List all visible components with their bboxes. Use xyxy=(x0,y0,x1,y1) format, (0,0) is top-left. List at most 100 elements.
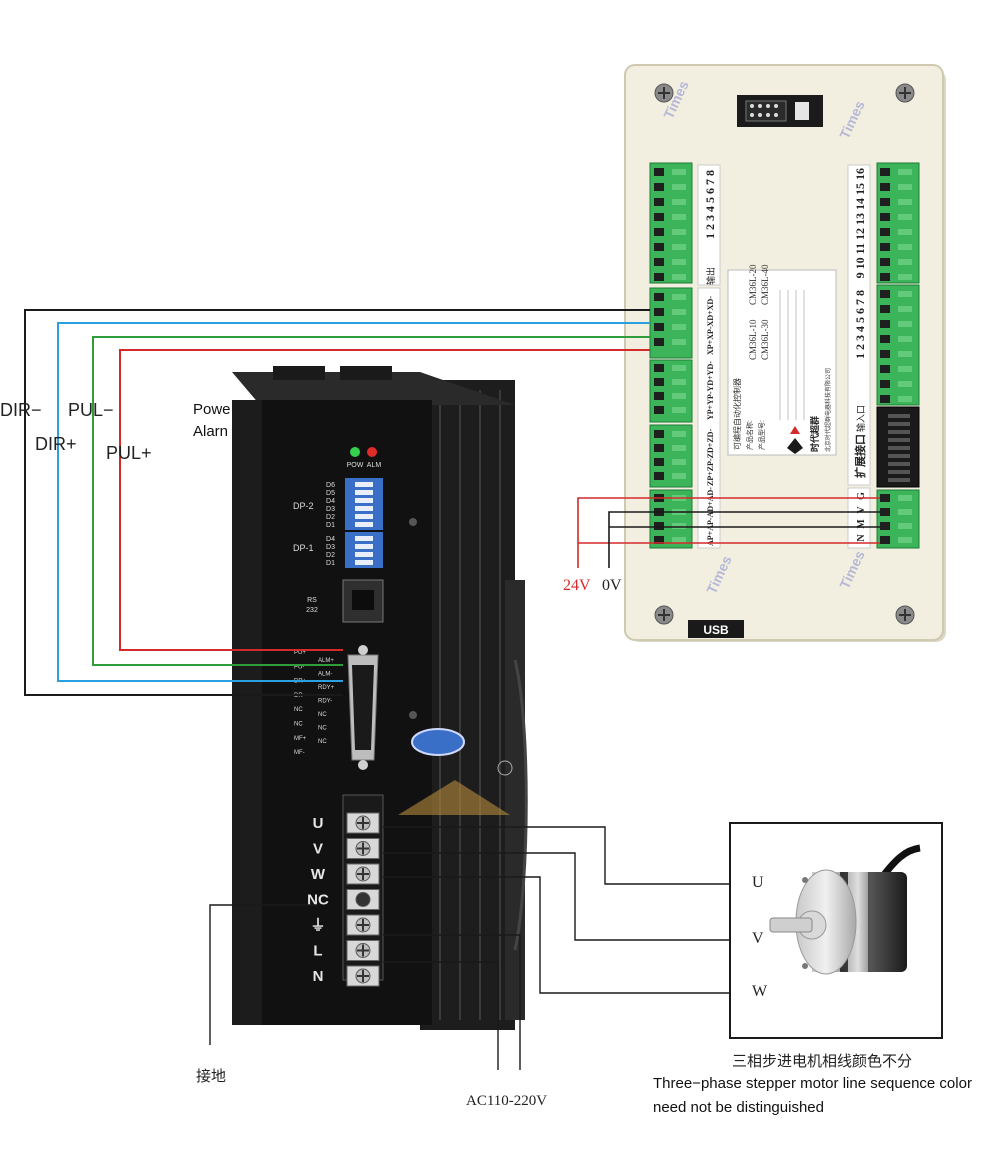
terminal-screw-icon xyxy=(672,244,686,250)
dip-toggle[interactable] xyxy=(355,506,373,511)
dip-toggle[interactable] xyxy=(355,522,373,527)
terminal-screw-icon xyxy=(898,259,912,265)
dp1-switch-label: D3 xyxy=(326,544,335,551)
terminal-slot xyxy=(654,536,664,544)
dip-toggle[interactable] xyxy=(355,552,373,557)
terminal-slot xyxy=(654,168,664,176)
terminal-slot xyxy=(880,335,890,343)
terminal-screw-icon xyxy=(672,324,686,330)
terminal-slot xyxy=(654,243,664,251)
terminal-screw-icon xyxy=(672,309,686,315)
ribbon-pin xyxy=(888,478,910,482)
info-model-3: CM36L-30 xyxy=(760,319,770,360)
screw-slot xyxy=(357,842,369,855)
terminal-screw-icon xyxy=(898,523,912,529)
signal-wires xyxy=(24,309,650,696)
wire-motor-w xyxy=(383,876,750,994)
db15-connector[interactable] xyxy=(347,645,379,770)
driver-pin-label: NC xyxy=(318,739,327,745)
dp2-switch-label: D6 xyxy=(326,482,335,489)
ribbon-pin xyxy=(888,462,910,466)
terminal-slot xyxy=(654,338,664,346)
dip-toggle[interactable] xyxy=(355,560,373,565)
terminal-screw-icon xyxy=(672,184,686,190)
input-numbers-a: 1 2 3 4 5 6 7 8 xyxy=(853,290,867,359)
company-name: 北京时代超群电器科技有限公司 xyxy=(824,368,832,452)
terminal-slot xyxy=(654,458,664,466)
driver-logo-watermark xyxy=(398,780,510,815)
dip-toggle[interactable] xyxy=(355,544,373,549)
terminal-slot xyxy=(654,430,664,438)
driver-top xyxy=(232,372,515,405)
screw-slot xyxy=(357,970,369,982)
dp1-switch-label: D1 xyxy=(326,560,335,567)
terminal-screw-icon xyxy=(898,214,912,220)
driver-pin-label: NC xyxy=(294,722,303,728)
voltage-24v-label: 24V xyxy=(563,577,591,594)
screw-icon xyxy=(895,605,915,625)
axis-label-group: ZP+ZP-ZD+ZD- xyxy=(706,429,715,486)
driver-pin-label: ALM+ xyxy=(318,658,334,664)
axis-label-group: YP+YP-YD+YD- xyxy=(706,361,715,420)
stepper-motor-panel xyxy=(729,822,943,1039)
screw-slot xyxy=(357,868,369,880)
terminal-screw-icon xyxy=(672,445,686,451)
screw-slot xyxy=(357,944,369,957)
screw-icon xyxy=(654,605,674,625)
dp2-switch-label: D3 xyxy=(326,506,335,513)
dp1-switch-label: D2 xyxy=(326,552,335,559)
power-label-partial: Powe xyxy=(193,401,231,418)
ribbon-pin xyxy=(888,454,910,458)
alarm-label-partial: Alarn xyxy=(193,423,229,440)
terminal-screw-icon xyxy=(898,396,912,402)
dip-toggle[interactable] xyxy=(355,536,373,541)
terminal-slot xyxy=(880,213,890,221)
terminal-screw-icon xyxy=(672,365,686,371)
dip-toggle[interactable] xyxy=(355,490,373,495)
driver-pin-label: PU- xyxy=(294,664,304,670)
pow-label: POW xyxy=(347,462,364,469)
ribbon-pin xyxy=(888,470,910,474)
terminal-slot xyxy=(880,198,890,206)
terminal-slot xyxy=(880,273,890,281)
power-pin-label: N xyxy=(856,534,867,542)
caption-english-line2: need not be distinguished xyxy=(653,1099,824,1116)
terminal-slot xyxy=(654,472,664,480)
terminal-slot xyxy=(654,308,664,316)
driver-front-panel xyxy=(232,400,432,1025)
axis-label-strip xyxy=(697,287,721,549)
terminal-screw-icon xyxy=(672,229,686,235)
terminal-slot xyxy=(880,168,890,176)
ac-supply-label: AC110-220V xyxy=(466,1093,548,1109)
terminal-screw-icon xyxy=(898,291,912,297)
terminal-screw-icon xyxy=(672,459,686,465)
rs-label: RS xyxy=(307,597,317,604)
dp1-label: DP-1 xyxy=(293,543,314,553)
terminal-slot xyxy=(654,273,664,281)
expansion-label: 扩展接口 xyxy=(853,434,867,478)
terminal-slot xyxy=(654,392,664,400)
usb-port xyxy=(688,620,744,638)
dip-toggle[interactable] xyxy=(355,498,373,503)
power-pin-label: G xyxy=(856,492,867,500)
motion-controller: USB Times Times Times Times 1 2 3 4 5 6 … xyxy=(624,64,946,642)
dp2-switch-label: D4 xyxy=(326,498,335,505)
terminal-slot xyxy=(880,320,890,328)
screw-slot xyxy=(357,817,369,829)
power-pin-label: V xyxy=(856,506,867,514)
driver-pin-label: ALM- xyxy=(318,672,332,678)
dip-toggle[interactable] xyxy=(355,482,373,487)
dip-toggle[interactable] xyxy=(355,514,373,519)
motor-v-label: V xyxy=(752,930,764,947)
driver-pin-label: MF+ xyxy=(294,736,307,742)
wire-motor-v xyxy=(383,852,750,941)
terminal-screw-icon xyxy=(898,306,912,312)
rs-number: 232 xyxy=(306,607,318,614)
terminal-slot xyxy=(654,228,664,236)
terminal-screw-icon xyxy=(672,259,686,265)
terminal-screw-icon xyxy=(898,321,912,327)
screw-icon xyxy=(409,711,417,719)
